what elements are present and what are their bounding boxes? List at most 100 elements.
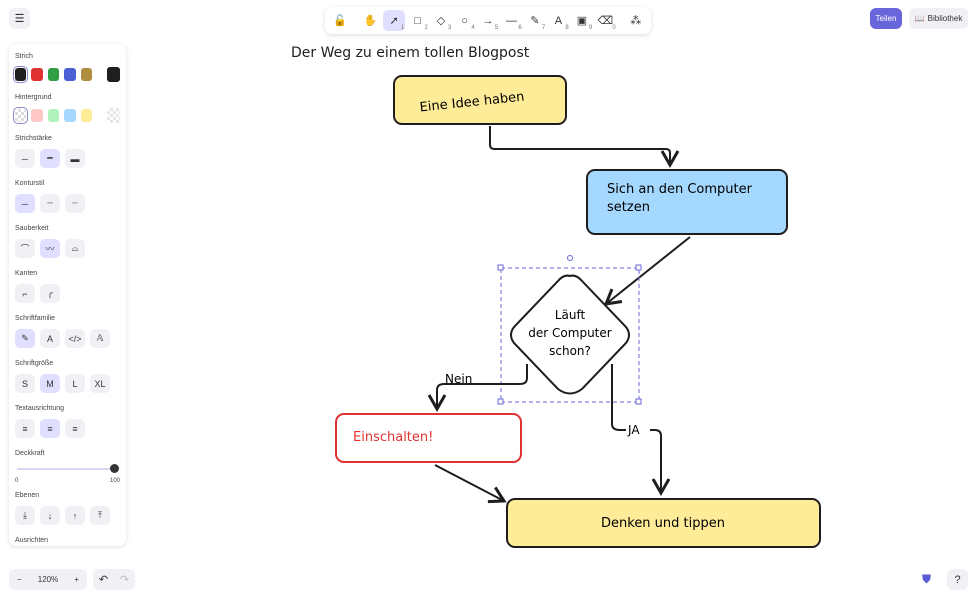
opacity-max: 100	[109, 478, 120, 484]
svg-text:Läuft: Läuft	[555, 308, 586, 322]
redo-icon[interactable]: ↷	[119, 574, 130, 586]
tool-lock[interactable]: 🔓	[329, 10, 351, 31]
share-button[interactable]: Teilen	[870, 8, 902, 29]
background-color-picker[interactable]	[106, 108, 120, 123]
opacity-label: Deckkraft	[15, 450, 45, 457]
opacity-slider[interactable]	[15, 464, 120, 474]
tool-line[interactable]: —6	[500, 10, 522, 32]
bring-forward-button[interactable]: ↑	[65, 506, 85, 525]
shortcut-key: 7	[541, 25, 546, 31]
tool-ellipse[interactable]: ○4	[453, 10, 475, 32]
sloppiness-artist-button[interactable]: 〰	[40, 239, 60, 258]
background-label: Hintergrund	[15, 94, 52, 101]
label-yes[interactable]: JA	[627, 423, 640, 437]
stroke-solid-button[interactable]: ─	[15, 194, 35, 213]
shortcut-key: 6	[518, 25, 522, 31]
tool-hand[interactable]: ✋	[359, 10, 381, 31]
line-icon: —	[505, 14, 517, 27]
align-left-button[interactable]: ≡	[15, 419, 35, 438]
layers-label: Ebenen	[15, 492, 40, 499]
stroke-extra-bold-button[interactable]: ▬	[65, 149, 85, 168]
font-handdrawn-button[interactable]: ✎	[15, 329, 35, 348]
align-center-button[interactable]: ≡	[40, 419, 60, 438]
box-idea[interactable]: Eine Idee haben	[393, 75, 567, 125]
selection-icon: ➚	[389, 15, 399, 27]
send-to-back-button[interactable]: ⤓	[15, 506, 35, 525]
stroke-dashed-button[interactable]: ┄	[40, 194, 60, 213]
edges-round-button[interactable]: ╭	[40, 284, 60, 303]
shortcut-key: 1	[400, 25, 405, 31]
font-size-s-button[interactable]: S	[15, 374, 35, 393]
align-right-button[interactable]: ≡	[65, 419, 85, 438]
background-color-swatch[interactable]	[80, 109, 92, 122]
zoom-in-button[interactable]: +	[74, 575, 79, 584]
image-icon: ▣	[576, 15, 588, 27]
font-normal-button[interactable]: A	[40, 329, 60, 348]
align-label: Ausrichten	[15, 537, 49, 544]
tool-selection[interactable]: ➚1	[382, 10, 406, 31]
font-size-m-button[interactable]: M	[40, 374, 60, 393]
zoom-out-button[interactable]: −	[17, 575, 22, 584]
stroke-color-swatch[interactable]	[31, 68, 43, 81]
box-think-type[interactable]: Denken und tippen	[506, 498, 821, 548]
background-color-swatch[interactable]	[12, 107, 29, 124]
background-color-swatch[interactable]	[31, 109, 43, 122]
rotate-handle[interactable]	[567, 255, 573, 261]
arrow-switch-think[interactable]	[434, 464, 507, 504]
font-code-button[interactable]: </>	[65, 329, 85, 348]
hamburger-icon: ☰	[14, 13, 25, 25]
diamond-decision[interactable]: Läuft der Computer schon?	[510, 274, 630, 395]
edges-sharp-button[interactable]: ⌐	[15, 284, 35, 303]
stroke-color-swatch[interactable]	[12, 66, 29, 83]
arrow-idea-computer[interactable]	[489, 126, 680, 169]
bring-to-front-button[interactable]: ⤒	[90, 506, 110, 525]
arrow-yes[interactable]	[611, 364, 661, 493]
main-menu-button[interactable]: ☰	[9, 8, 30, 29]
stroke-color-picker[interactable]	[106, 67, 120, 82]
tool-draw[interactable]: ✎7	[524, 10, 546, 31]
tool-extra-tools[interactable]: ⁂	[625, 10, 647, 31]
stroke-color-swatch[interactable]	[80, 68, 92, 81]
tool-arrow[interactable]: →5	[477, 10, 499, 32]
zoom-level[interactable]: 120%	[37, 575, 59, 584]
properties-panel: Strich Hintergrund Strichstärke ─━▬ Kont…	[9, 44, 126, 546]
shortcut-key: 4	[471, 25, 475, 31]
stroke-bold-button[interactable]: ━	[40, 149, 60, 168]
diagram-title[interactable]: Der Weg zu einem tollen Blogpost	[291, 45, 530, 61]
font-size-xl-button[interactable]: XL	[90, 374, 110, 393]
extra-tools-icon: ⁂	[630, 15, 642, 27]
background-color-swatch[interactable]	[64, 109, 76, 122]
font-size-l-button[interactable]: L	[65, 374, 85, 393]
arrow-computer-diamond[interactable]	[603, 236, 691, 306]
shortcut-key: 5	[494, 25, 499, 31]
selection-box[interactable]	[497, 255, 642, 405]
tool-eraser[interactable]: ⌫0	[594, 10, 616, 31]
background-color-swatch[interactable]	[47, 109, 60, 122]
tool-rectangle[interactable]: □2	[406, 10, 428, 32]
font-more-button[interactable]: 𝔸	[90, 329, 110, 348]
stroke-colors	[12, 66, 120, 83]
sloppiness-architect-button[interactable]: ⌒	[15, 239, 35, 258]
stroke-dotted-button[interactable]: ┈	[65, 194, 85, 213]
stroke-color-swatch[interactable]	[47, 68, 60, 81]
library-button[interactable]: 📖Bibliothek	[909, 8, 968, 29]
tool-diamond[interactable]: ◇3	[430, 10, 452, 31]
edges-label: Kanten	[15, 270, 38, 277]
undo-icon[interactable]: ↶	[98, 574, 109, 586]
sloppiness-cartoonist-button[interactable]: ⌓	[65, 239, 85, 258]
label-no[interactable]: Nein	[445, 372, 472, 386]
shield-icon[interactable]: ⛊	[922, 572, 932, 586]
box-switch-on[interactable]: Einschalten!	[335, 413, 522, 463]
help-button[interactable]: ?	[947, 569, 968, 590]
send-backward-button[interactable]: ↓	[40, 506, 60, 525]
tool-image[interactable]: ▣9	[571, 10, 593, 31]
box-computer[interactable]: Sich an den Computer setzen	[586, 169, 788, 235]
stroke-width-label: Strichstärke	[15, 135, 52, 142]
arrow-no[interactable]	[427, 364, 528, 413]
text-align-label: Textausrichtung	[15, 405, 65, 412]
stroke-color-swatch[interactable]	[64, 68, 76, 81]
stroke-thin-button[interactable]: ─	[15, 149, 35, 168]
